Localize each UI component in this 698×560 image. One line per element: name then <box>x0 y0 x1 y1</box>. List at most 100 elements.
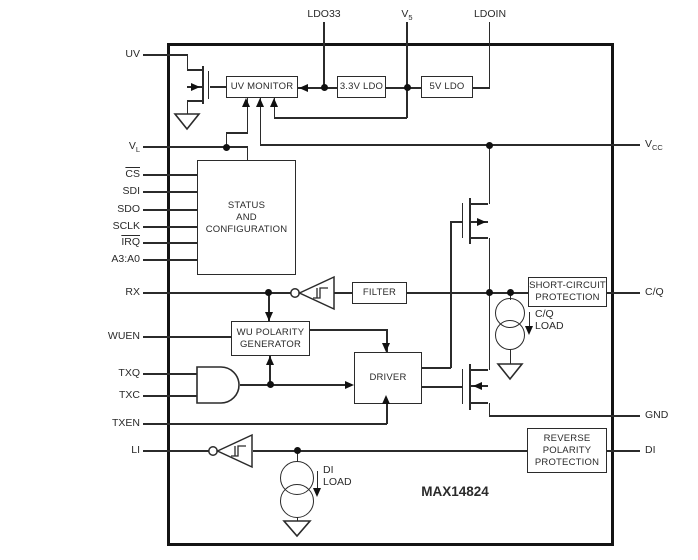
pin-label-wuen: WUEN <box>107 330 140 342</box>
pin-label-vl: VL <box>128 140 140 155</box>
wire <box>488 293 491 370</box>
rx-schmitt-inverter-icon <box>290 275 335 311</box>
wire <box>143 242 197 244</box>
pin-label-a3a0: A3:A0 <box>111 253 140 265</box>
wire <box>259 98 262 145</box>
wire <box>143 54 187 56</box>
ground-icon <box>282 520 312 538</box>
pin-label-ldoin: LDOIN <box>473 8 507 20</box>
wire <box>143 292 292 294</box>
li-schmitt-inverter-icon <box>208 433 253 469</box>
wire <box>143 146 248 148</box>
junction-dot <box>485 289 493 296</box>
pin-label-irq: IRQ <box>121 236 140 248</box>
junction-dot <box>265 289 273 296</box>
pin-label-txen: TXEN <box>111 417 140 429</box>
wire <box>407 292 528 294</box>
wire <box>143 395 197 397</box>
wire <box>489 415 640 417</box>
junction-dot <box>266 381 274 388</box>
pin-label-txc: TXC <box>119 389 140 401</box>
wire <box>422 386 462 388</box>
wire <box>143 174 197 176</box>
pin-label-sdi: SDI <box>122 185 140 197</box>
wire <box>143 373 197 375</box>
wire <box>450 221 452 368</box>
wire <box>143 209 197 211</box>
wire <box>226 132 248 134</box>
arrowhead <box>299 83 308 92</box>
arrowhead <box>524 326 533 335</box>
wire <box>323 22 325 88</box>
wire <box>268 293 270 322</box>
wire <box>605 292 640 294</box>
ground-icon <box>173 113 201 131</box>
wire <box>253 450 527 452</box>
wire <box>143 450 210 452</box>
wire <box>422 367 451 369</box>
pin-label-v5: V5 <box>401 8 413 23</box>
ldo-5v-block: 5V LDO <box>421 76 473 98</box>
wire <box>225 132 228 147</box>
wire <box>406 22 408 118</box>
wire <box>143 259 197 261</box>
wire <box>488 22 491 88</box>
wire <box>246 98 249 133</box>
wire <box>143 336 231 338</box>
wire <box>143 191 197 193</box>
filter-block: FILTER <box>352 282 407 304</box>
pin-label-gnd: GND <box>645 409 669 421</box>
status-configuration-block: STATUS AND CONFIGURATION <box>197 160 296 275</box>
junction-dot <box>506 289 514 296</box>
pin-label-sdo: SDO <box>117 203 140 215</box>
short-circuit-protection-block: SHORT-CIRCUIT PROTECTION <box>528 277 607 307</box>
pin-label-di: DI <box>645 444 656 456</box>
pin-label-cq: C/Q <box>645 286 664 298</box>
wire <box>488 145 491 204</box>
arrowhead <box>269 98 278 107</box>
uv-monitor-block: UV MONITOR <box>226 76 298 98</box>
wire <box>296 517 299 523</box>
wire <box>473 87 490 89</box>
wire <box>240 384 346 386</box>
pin-label-cs: CS <box>125 168 140 180</box>
wire <box>260 144 640 146</box>
part-number: MAX14824 <box>421 484 489 499</box>
wire <box>298 87 337 89</box>
wire <box>269 355 271 385</box>
pin-label-txq: TXQ <box>118 367 140 379</box>
junction-dot <box>222 143 230 151</box>
and-gate-icon <box>196 366 240 404</box>
wire <box>334 292 352 294</box>
pin-label-vcc: VCC <box>645 138 663 153</box>
wire <box>186 54 189 70</box>
wire <box>310 329 387 331</box>
arrowhead <box>265 356 274 365</box>
wire <box>143 226 197 228</box>
arrowhead <box>345 380 354 389</box>
pin-label-ldo33: LDO33 <box>307 8 341 20</box>
wire <box>296 451 299 462</box>
wire <box>509 292 512 300</box>
arrowhead <box>312 488 321 497</box>
wire <box>210 86 226 88</box>
wu-polarity-generator-block: WU POLARITY GENERATOR <box>231 321 310 356</box>
wire <box>274 117 407 119</box>
arrowhead <box>264 312 273 321</box>
pin-label-sclk: SCLK <box>112 220 140 232</box>
junction-dot <box>485 141 493 149</box>
arrowhead <box>382 343 391 352</box>
junction-dot <box>320 84 328 92</box>
pin-label-uv: UV <box>125 48 140 60</box>
reverse-polarity-protection-block: REVERSE POLARITY PROTECTION <box>527 428 607 473</box>
ground-icon <box>496 363 524 381</box>
wire <box>186 100 189 115</box>
arrowhead <box>382 395 391 404</box>
wire <box>143 423 387 425</box>
di-load-label: DI LOAD <box>323 464 352 488</box>
current-arrow <box>528 312 531 327</box>
wire <box>273 98 276 118</box>
wire <box>451 221 462 223</box>
wire <box>509 349 512 365</box>
